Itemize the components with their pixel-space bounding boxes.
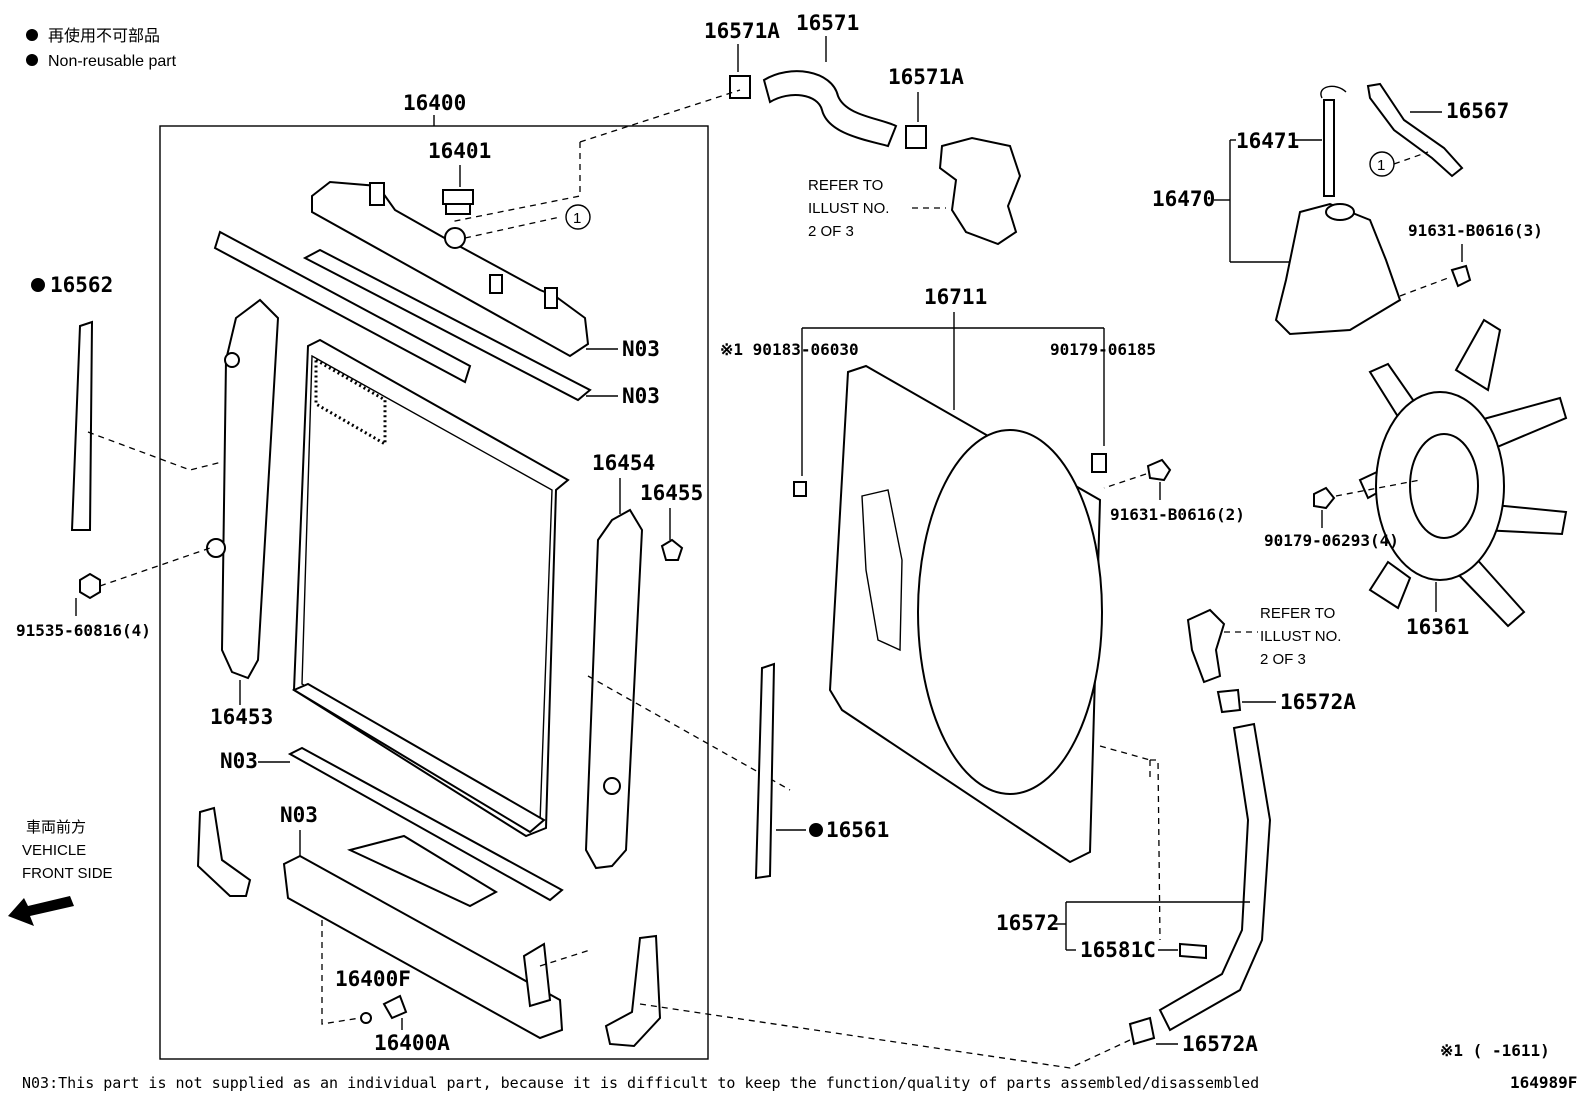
svg-text:1: 1 — [573, 210, 581, 227]
right-support-part — [584, 508, 644, 870]
lower-tank-part — [282, 854, 564, 1040]
hose-clamp-part — [1216, 688, 1242, 714]
part-16400A-label[interactable]: 16400A — [374, 1031, 450, 1055]
refer-text-2b: ILLUST NO. — [1260, 628, 1341, 645]
part-16400F-label[interactable]: 16400F — [335, 967, 411, 991]
part-91535-label[interactable]: 91535-60816(4) — [16, 621, 151, 640]
non-reusable-dot-icon — [31, 278, 45, 292]
clip-16581C-part — [1179, 942, 1207, 960]
upper-radiator-hose — [762, 70, 898, 148]
refer-text-2c: 2 OF 3 — [1260, 651, 1306, 668]
oil-cooler-part — [347, 834, 499, 908]
fan-shroud-ring — [917, 429, 1103, 795]
n03-label-4[interactable]: N03 — [280, 803, 318, 827]
part-16572A-label-2[interactable]: 16572A — [1182, 1032, 1258, 1056]
hose-clamp-part — [729, 75, 751, 99]
part-90179-06293-label[interactable]: 90179-06293(4) — [1264, 531, 1399, 550]
part-91631-2-label[interactable]: 91631-B0616(2) — [1110, 505, 1245, 524]
vehicle-front-jp: 車両前方 — [26, 819, 86, 836]
drain-cock-part — [382, 994, 408, 1020]
non-reusable-dot-icon — [26, 29, 38, 41]
remark-label: ※1 ( -1611) — [1440, 1041, 1550, 1060]
lower-hose-piece — [604, 934, 662, 1048]
part-16455-label[interactable]: 16455 — [640, 481, 703, 505]
water-outlet-part — [938, 136, 1022, 246]
part-16454-label[interactable]: 16454 — [592, 451, 655, 475]
part-16711-label[interactable]: 16711 — [924, 285, 987, 309]
hose-clamp-part — [1128, 1016, 1156, 1046]
nut-90179-part — [1313, 486, 1336, 510]
illustration-code: 164989F — [1510, 1073, 1577, 1092]
overflow-tube-part — [1323, 99, 1335, 197]
refer-text-1b: ILLUST NO. — [808, 200, 889, 217]
part-91631-3-label[interactable]: 91631-B0616(3) — [1408, 221, 1543, 240]
part-16401-label[interactable]: 16401 — [428, 139, 491, 163]
part-16572-label[interactable]: 16572 — [996, 911, 1059, 935]
part-90179-06185-label[interactable]: 90179-06185 — [1050, 340, 1156, 359]
center-seal-part — [754, 662, 776, 880]
non-reusable-dot-icon — [26, 54, 38, 66]
left-support-part — [220, 298, 280, 680]
legend-jp: 再使用不可部品 — [48, 27, 160, 45]
vehicle-front-en-2: FRONT SIDE — [22, 865, 113, 882]
n03-label-2[interactable]: N03 — [622, 384, 660, 408]
shroud-clip-part — [793, 481, 807, 497]
part-16400-label[interactable]: 16400 — [403, 91, 466, 115]
part-16571-label[interactable]: 16571 — [796, 11, 859, 35]
non-reusable-dot-icon — [809, 823, 823, 837]
lower-left-hose-piece — [196, 806, 252, 897]
lower-radiator-hose — [1158, 722, 1272, 1032]
reserve-tank-part — [1274, 202, 1402, 336]
part-16571A-label-2[interactable]: 16571A — [888, 65, 964, 89]
part-16361-label[interactable]: 16361 — [1406, 615, 1469, 639]
left-seal-part — [70, 320, 94, 531]
bolt-91631-part — [1146, 458, 1172, 482]
legend-en: Non-reusable part — [48, 53, 177, 70]
cooling-fan-part — [1358, 318, 1568, 628]
n03-label-3[interactable]: N03 — [220, 749, 258, 773]
part-90183-label[interactable]: ※1 90183-06030 — [720, 340, 859, 359]
part-16581C-label[interactable]: 16581C — [1080, 938, 1156, 962]
vehicle-front-en-1: VEHICLE — [22, 842, 86, 859]
front-arrow-icon — [8, 896, 74, 926]
bolt-16455-part — [660, 538, 684, 561]
part-16471-label[interactable]: 16471 — [1236, 129, 1299, 153]
part-16567-label[interactable]: 16567 — [1446, 99, 1509, 123]
upper-seal-strip — [213, 230, 472, 384]
n03-label-1[interactable]: N03 — [622, 337, 660, 361]
bolt-91535-part — [79, 572, 101, 600]
upper-gasket-n03 — [302, 248, 592, 402]
part-16561-label[interactable]: 16561 — [826, 818, 889, 842]
svg-text:1: 1 — [1377, 157, 1385, 174]
o-ring-part — [360, 1012, 372, 1024]
part-16453-label[interactable]: 16453 — [210, 705, 273, 729]
lower-gasket-n03 — [287, 746, 564, 902]
refer-text-1a: REFER TO — [808, 177, 883, 194]
refer-text-1c: 2 OF 3 — [808, 223, 854, 240]
radiator-cap-part — [442, 189, 474, 205]
part-16562-label[interactable]: 16562 — [50, 273, 113, 297]
reserve-tank-hose — [1366, 82, 1464, 178]
part-16572A-label-1[interactable]: 16572A — [1280, 690, 1356, 714]
shroud-clip-part — [1091, 453, 1107, 473]
bolt-91631-part — [1450, 264, 1472, 288]
refer-text-2a: REFER TO — [1260, 605, 1335, 622]
reference-circle-1 — [565, 204, 591, 230]
water-inlet-part — [1186, 608, 1226, 684]
part-16470-label[interactable]: 16470 — [1152, 187, 1215, 211]
hose-clamp-part — [905, 125, 927, 149]
part-16571A-label-1[interactable]: 16571A — [704, 19, 780, 43]
footnote-n03: N03:This part is not supplied as an indi… — [22, 1074, 1259, 1092]
